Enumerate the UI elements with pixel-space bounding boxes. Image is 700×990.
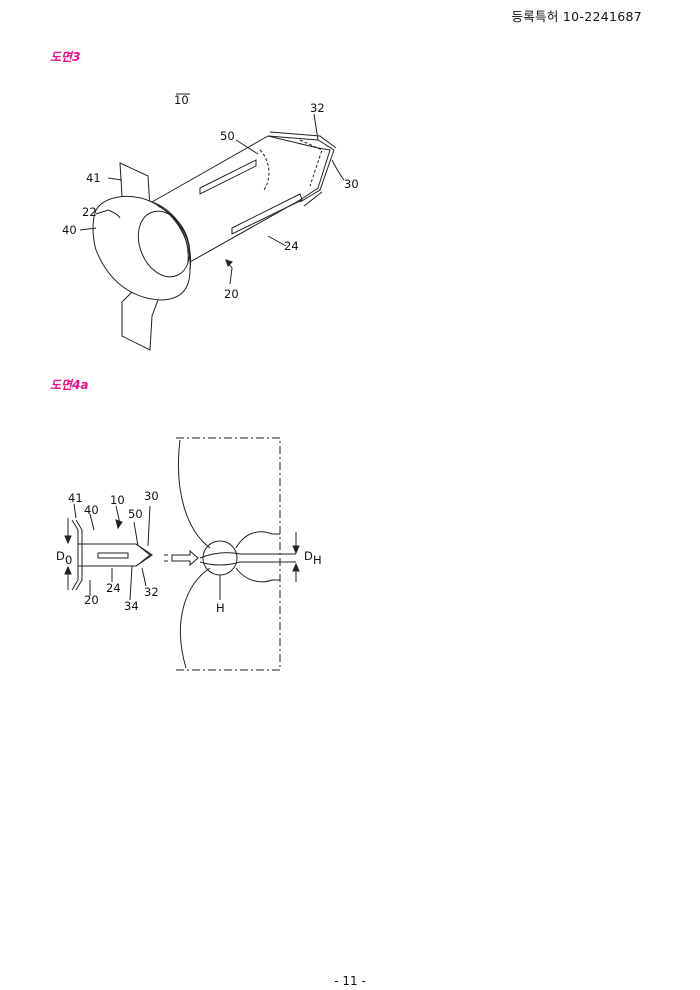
- slot-50: [199, 159, 257, 195]
- bone-upper: [177, 439, 211, 549]
- patent-number: 등록특허 10-2241687: [511, 9, 642, 24]
- label-22: 22: [82, 205, 97, 219]
- label-d0: D: [56, 549, 65, 563]
- slot-24-4a: [97, 552, 129, 559]
- figure-3-title: 도면3: [50, 50, 81, 64]
- label-dh-sub: H: [313, 553, 322, 567]
- figure-3-drawing: [79, 93, 345, 351]
- figure-3-labels: 10 32 50 30 41 22 40 24 20: [62, 93, 359, 301]
- tip-30: [267, 135, 335, 203]
- flange-opening-22: [137, 210, 191, 278]
- label-40: 40: [62, 223, 77, 237]
- label-41: 41: [86, 171, 101, 185]
- figure-4a-labels: 41 40 10 50 30 D 0 24 32 20 34 D H H: [56, 489, 322, 615]
- label-20: 20: [224, 287, 239, 301]
- label-40-4a: 40: [84, 503, 99, 517]
- page-number: - 11 -: [334, 974, 366, 988]
- bone-lower: [179, 567, 211, 669]
- label-24-4a: 24: [106, 581, 121, 595]
- hole-h: [202, 540, 238, 576]
- label-dh: D: [304, 549, 313, 563]
- label-10: 10: [174, 93, 189, 107]
- label-d0-sub: 0: [65, 553, 72, 567]
- label-30-4a: 30: [144, 489, 159, 503]
- label-34-4a: 34: [124, 599, 139, 613]
- label-30: 30: [344, 177, 359, 191]
- label-50: 50: [220, 129, 235, 143]
- ring-flange-40: [92, 196, 191, 301]
- tip-30-4a: [135, 543, 153, 567]
- label-32-4a: 32: [144, 585, 159, 599]
- tube-body: [151, 135, 331, 263]
- label-32: 32: [310, 101, 325, 115]
- label-10-4a: 10: [110, 493, 125, 507]
- label-41-4a: 41: [68, 491, 83, 505]
- figure-4a-title: 도면4a: [50, 378, 89, 392]
- label-20-4a: 20: [84, 593, 99, 607]
- slot-24: [231, 193, 303, 235]
- label-50-4a: 50: [128, 507, 143, 521]
- label-24: 24: [284, 239, 299, 253]
- label-h: H: [216, 601, 225, 615]
- insertion-arrow: [171, 549, 199, 567]
- figure-4a-drawing: [64, 437, 300, 671]
